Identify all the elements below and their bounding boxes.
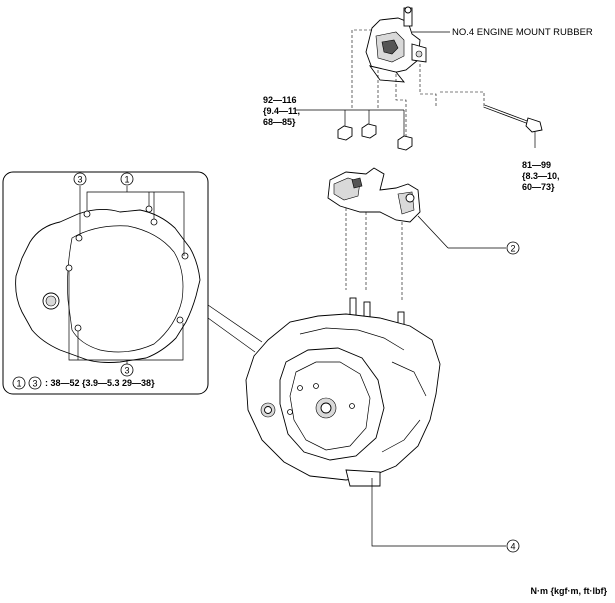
units-label: N·m {kgf·m, ft·lbf} xyxy=(531,586,608,596)
bolt-torque-line1: 81—99 xyxy=(522,160,551,170)
label-engine-mount-rubber: NO.4 ENGINE MOUNT RUBBER xyxy=(452,27,593,38)
nut-torque-line3: 68—85} xyxy=(263,117,296,127)
mount-bolt: 81—99 {8.3—10, 60—73} xyxy=(483,104,560,192)
legend-callout-1: 1 xyxy=(16,379,21,389)
bolt-torque-line2: {8.3—10, xyxy=(522,171,560,181)
nut-torque-line1: 92—116 xyxy=(263,95,297,105)
inset-housing-outline xyxy=(15,209,201,363)
engine-mount-rubber: NO.4 ENGINE MOUNT RUBBER xyxy=(365,6,593,83)
inset-housing-inner xyxy=(67,225,184,353)
mount-nuts: 92—116 {9.4—11, 68—85} xyxy=(263,95,413,151)
callout-2: 2 xyxy=(510,244,515,254)
transaxle-case: 4 xyxy=(245,297,520,553)
inset-torque-spec: : 38—52 {3.9—5.3 29—38} xyxy=(45,378,155,388)
legend-callout-3: 3 xyxy=(32,379,37,389)
bolt-torque-line3: 60—73} xyxy=(522,182,555,192)
inset-bolt-holes xyxy=(65,205,189,332)
nut-torque-line2: {9.4—11, xyxy=(263,106,300,116)
callout-4: 4 xyxy=(510,542,515,552)
inset-callout-3-bottom: 3 xyxy=(124,366,129,376)
inset-callout-1-top: 1 xyxy=(124,175,129,185)
mount-bracket: 2 xyxy=(327,167,520,255)
inset-panel: 3 1 3 1 3 : 38—52 {3.9—5.3 29—38} xyxy=(2,171,263,395)
inset-callout-3-top: 3 xyxy=(77,175,82,185)
